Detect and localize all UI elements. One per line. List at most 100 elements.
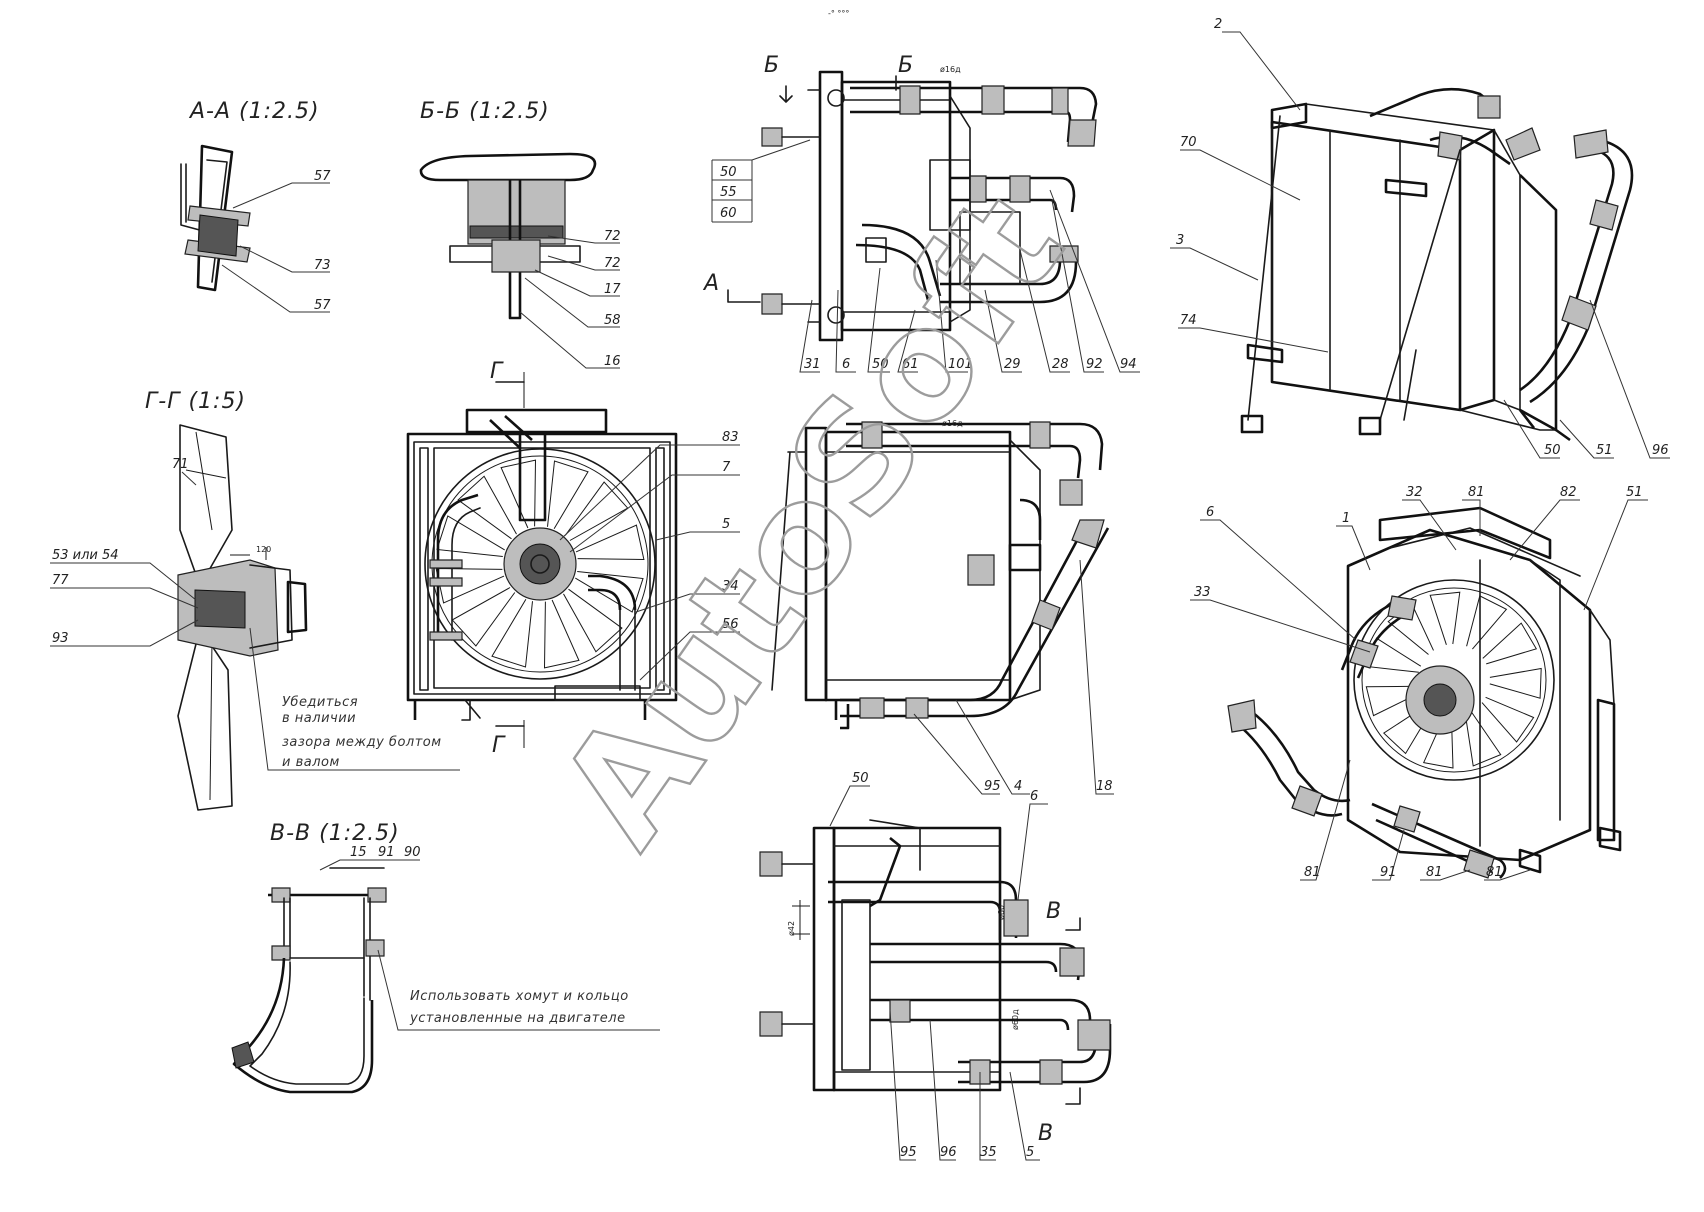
fan-blades <box>435 459 645 669</box>
part-label: 51 <box>1626 485 1643 500</box>
bottom-dimension-1: ø42 <box>787 921 796 936</box>
section-vv-title: В-В (1:2.5) <box>270 821 400 846</box>
section-mark-v-bottom: В <box>1038 1121 1054 1146</box>
part-label: 81 <box>1426 865 1443 880</box>
part-label: 83 <box>722 430 739 445</box>
leader-line <box>1019 249 1070 373</box>
bottom-dimension-3: ø60д <box>1011 1009 1020 1030</box>
leader-line <box>1462 499 1481 536</box>
leader-line <box>979 1072 996 1161</box>
section-bb-labels: 72 72 17 58 16 <box>519 229 621 369</box>
leader-line <box>984 289 1022 373</box>
part-label: 35 <box>980 1145 997 1160</box>
leader-line <box>913 713 1000 795</box>
part-label: 5 <box>1026 1145 1034 1160</box>
iso-fan-blades <box>1365 591 1542 769</box>
fan-blade <box>1429 591 1461 645</box>
section-gg-note: Убедиться в наличии зазора между болтом … <box>249 627 460 771</box>
part-label: 72 <box>604 256 621 271</box>
part-label: 82 <box>1560 485 1577 500</box>
part-label: 6 <box>1030 789 1038 804</box>
leader-line <box>867 267 890 373</box>
section-mark-v-top: В <box>1046 899 1062 924</box>
part-label: 93 <box>52 631 69 646</box>
part-label: 74 <box>1180 313 1197 328</box>
part-label: 7 <box>722 460 731 475</box>
part-label: 72 <box>604 229 621 244</box>
section-aa-title: А-А (1:2.5) <box>188 99 320 124</box>
part-label: 33 <box>1194 585 1211 600</box>
fan-blade <box>575 571 644 613</box>
part-label: 55 <box>720 185 737 200</box>
section-gg: Г-Г (1:5) 120 71 53 или 54 77 93 Убедить… <box>50 389 460 811</box>
leader-line <box>1190 599 1371 653</box>
front-view-labels: 83 7 5 34 56 <box>559 430 740 681</box>
section-bb: Б-Б (1:2.5) 72 72 17 58 16 <box>419 99 621 369</box>
leader-line <box>835 289 856 373</box>
fan-blade <box>457 475 517 540</box>
section-mark-b-left: Б <box>764 53 780 78</box>
leader-line <box>1200 519 1357 641</box>
svg-text:и валом: и валом <box>282 755 340 770</box>
part-label: 81 <box>1486 865 1503 880</box>
leader-line <box>929 1019 956 1161</box>
part-label: 1 <box>1342 511 1350 526</box>
part-label: 81 <box>1304 865 1321 880</box>
leader-line <box>1503 399 1560 459</box>
leader-line <box>897 309 918 373</box>
section-aa: А-А (1:2.5) 57 73 57 <box>180 99 331 313</box>
part-label: 77 <box>52 573 69 588</box>
part-label: 92 <box>1086 357 1103 372</box>
part-label: 94 <box>1120 357 1137 372</box>
leader-line <box>889 1009 916 1161</box>
top-side-left-labels: 50 55 60 <box>711 139 811 223</box>
fan-blade <box>1365 685 1421 717</box>
part-label: 96 <box>1652 443 1669 458</box>
section-mark-g-top: Г <box>490 359 504 384</box>
part-label: 61 <box>902 357 919 372</box>
part-label: 60 <box>720 206 737 221</box>
mid-side-dimension: ø16д <box>942 419 963 428</box>
fan-blade <box>564 481 629 541</box>
fan-blade <box>451 587 516 647</box>
part-label: 95 <box>984 779 1001 794</box>
part-label: 53 или 54 <box>52 548 119 563</box>
fan-blade <box>500 459 537 529</box>
section-gg-title: Г-Г (1:5) <box>145 389 246 414</box>
leader-line <box>799 299 820 373</box>
fan-blade <box>436 515 505 557</box>
section-mark-g-bottom: Г <box>492 733 506 758</box>
leader-line <box>1484 869 1531 881</box>
section-mark-a: А <box>702 271 720 296</box>
fan-blade <box>1481 696 1535 743</box>
part-label: 6 <box>842 357 850 372</box>
front-view: Г Г 83 7 5 34 56 <box>406 359 740 758</box>
part-label: 81 <box>1468 485 1485 500</box>
part-label: 91 <box>1380 865 1397 880</box>
part-label: 91 <box>378 845 395 860</box>
svg-text:установленные на двигателе: установленные на двигателе <box>409 1011 626 1026</box>
svg-text:Использовать хомут и кольцо: Использовать хомут и кольцо <box>410 989 629 1004</box>
svg-text:зазора между болтом: зазора между болтом <box>282 735 442 750</box>
leader-line <box>1300 759 1351 881</box>
leader-line <box>1079 559 1114 795</box>
part-label: 28 <box>1052 357 1069 372</box>
part-label: 5 <box>722 517 730 532</box>
svg-text:в наличии: в наличии <box>282 711 356 726</box>
top-mark: -° °°° <box>828 9 849 18</box>
leader-line <box>1583 499 1648 611</box>
part-label: 2 <box>1214 17 1222 32</box>
part-label: 50 <box>1544 443 1561 458</box>
leader-line <box>829 785 870 827</box>
part-label: 95 <box>900 1145 917 1160</box>
part-label: 15 <box>350 845 367 860</box>
leader-line <box>1372 829 1405 881</box>
